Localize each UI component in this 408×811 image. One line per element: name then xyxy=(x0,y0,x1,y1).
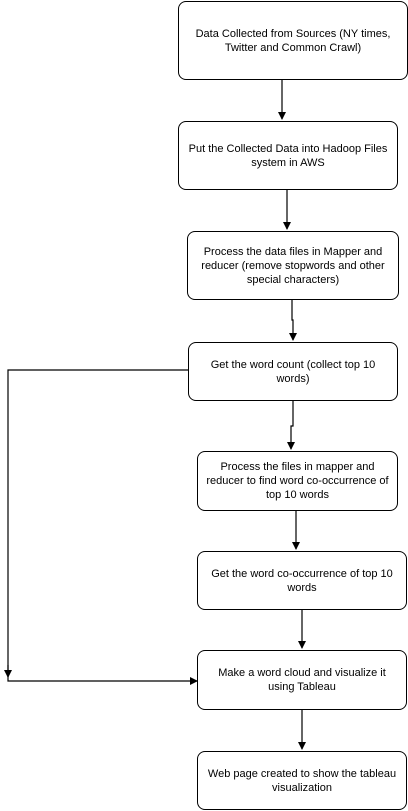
node-text: Process the files in mapper and reducer … xyxy=(206,461,389,501)
node-data-collected: Data Collected from Sources (NY times, T… xyxy=(178,1,408,80)
node-text: Data Collected from Sources (NY times, T… xyxy=(195,27,391,54)
node-text: Put the Collected Data into Hadoop Files… xyxy=(188,142,388,169)
node-get-co-occurrence: Get the word co-occurrence of top 10 wor… xyxy=(197,551,407,610)
node-text: Get the word count (collect top 10 words… xyxy=(210,358,376,385)
arrow-n3-n4 xyxy=(289,300,297,341)
arrow-n4-n7 xyxy=(7,369,198,685)
node-web-page: Web page created to show the tableau vis… xyxy=(197,751,407,810)
node-put-into-hadoop: Put the Collected Data into Hadoop Files… xyxy=(178,121,398,190)
node-text: Web page created to show the tableau vis… xyxy=(207,767,397,794)
node-process-mapper-reducer: Process the data files in Mapper and red… xyxy=(187,231,399,300)
node-text: Make a word cloud and visualize it using… xyxy=(218,667,386,693)
node-text: Get the word co-occurrence of top 10 wor… xyxy=(211,567,393,594)
node-word-count: Get the word count (collect top 10 words… xyxy=(188,342,398,401)
node-process-co-occurrence: Process the files in mapper and reducer … xyxy=(197,451,398,511)
arrow-n4-n5 xyxy=(287,401,295,450)
node-word-cloud-tableau: Make a word cloud and visualize it using… xyxy=(197,650,407,710)
node-text: Process the data files in Mapper and red… xyxy=(201,245,385,286)
